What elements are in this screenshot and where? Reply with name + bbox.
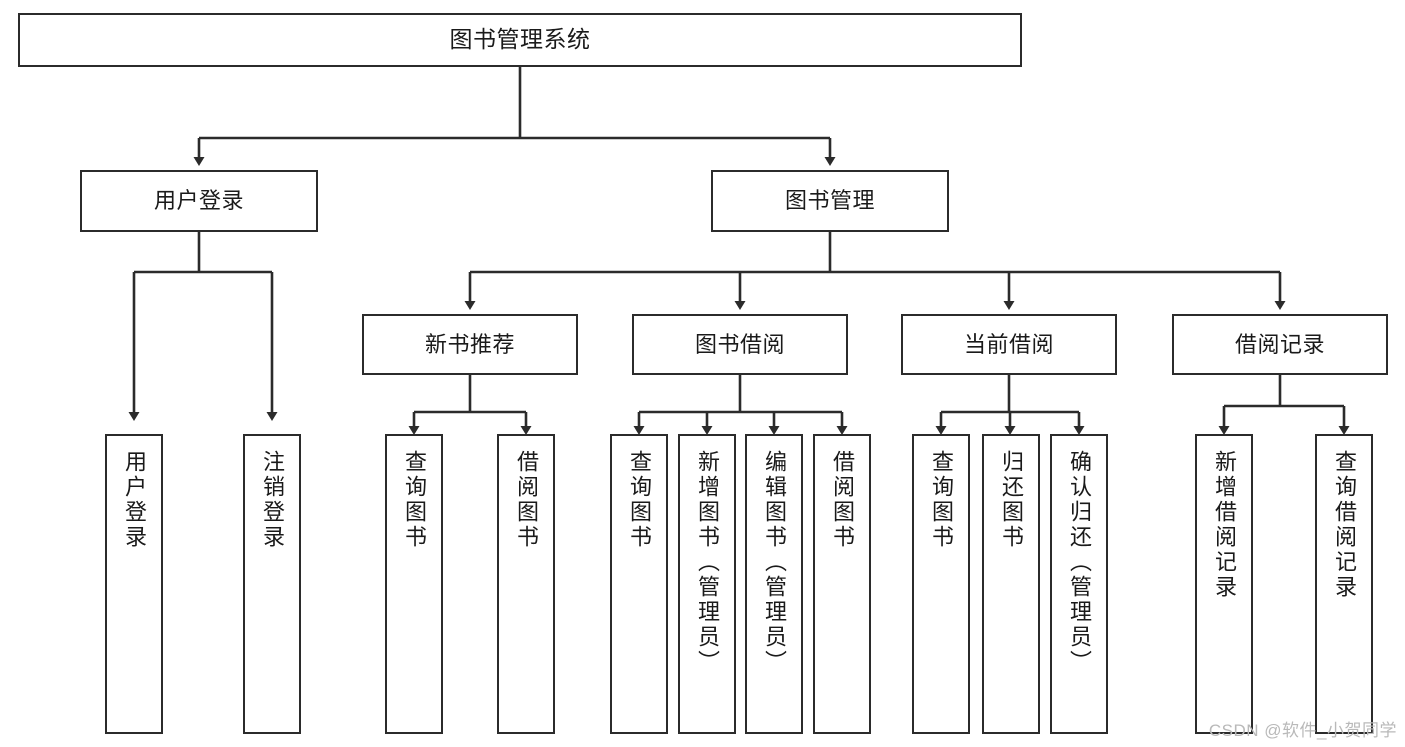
node-book-management-label: 图书管理 [784, 188, 875, 214]
leaf-user-login-signout[interactable]: 注销登录 [243, 434, 301, 734]
node-borrow-record-label: 借阅记录 [1234, 331, 1325, 357]
leaf-borrow-query-book[interactable]: 查询图书 [610, 434, 668, 734]
leaf-current-return-book[interactable]: 归还图书 [982, 434, 1040, 734]
leaf-current-query-book-label: 查询图书 [929, 450, 954, 550]
leaf-current-query-book[interactable]: 查询图书 [912, 434, 970, 734]
node-borrow-record[interactable]: 借阅记录 [1172, 314, 1388, 375]
leaf-borrow-lend-book[interactable]: 借阅图书 [813, 434, 871, 734]
node-book-borrow[interactable]: 图书借阅 [632, 314, 848, 375]
leaf-recommend-borrow-book[interactable]: 借阅图书 [497, 434, 555, 734]
node-new-book-recommend-label: 新书推荐 [424, 331, 515, 357]
leaf-borrow-lend-book-label: 借阅图书 [830, 450, 855, 550]
leaf-user-login-signout-label: 注销登录 [260, 450, 285, 550]
leaf-current-return-book-label: 归还图书 [999, 450, 1024, 550]
leaf-borrow-edit-book-label: 编辑图书（管理员） [762, 450, 787, 675]
leaf-current-confirm-return[interactable]: 确认归还（管理员） [1050, 434, 1108, 734]
node-user-login-label: 用户登录 [153, 188, 244, 214]
leaf-borrow-query-book-label: 查询图书 [627, 450, 652, 550]
node-book-borrow-label: 图书借阅 [694, 331, 785, 357]
node-root-system-label: 图书管理系统 [449, 26, 591, 53]
leaf-record-add-record-label: 新增借阅记录 [1212, 450, 1237, 600]
node-book-management[interactable]: 图书管理 [711, 170, 949, 232]
leaf-borrow-edit-book[interactable]: 编辑图书（管理员） [745, 434, 803, 734]
watermark-text: CSDN @软件_小贺同学 [1208, 721, 1397, 740]
leaf-recommend-query-book-label: 查询图书 [402, 450, 427, 550]
leaf-borrow-add-book-label: 新增图书（管理员） [695, 450, 720, 675]
leaf-borrow-add-book[interactable]: 新增图书（管理员） [678, 434, 736, 734]
leaf-recommend-borrow-book-label: 借阅图书 [514, 450, 539, 550]
node-current-borrow[interactable]: 当前借阅 [901, 314, 1117, 375]
node-user-login[interactable]: 用户登录 [80, 170, 318, 232]
leaf-user-login-signin[interactable]: 用户登录 [105, 434, 163, 734]
leaf-record-query-record[interactable]: 查询借阅记录 [1315, 434, 1373, 734]
node-current-borrow-label: 当前借阅 [963, 331, 1054, 357]
leaf-recommend-query-book[interactable]: 查询图书 [385, 434, 443, 734]
leaf-current-confirm-return-label: 确认归还（管理员） [1067, 450, 1092, 675]
node-new-book-recommend[interactable]: 新书推荐 [362, 314, 578, 375]
leaf-record-add-record[interactable]: 新增借阅记录 [1195, 434, 1253, 734]
leaf-record-query-record-label: 查询借阅记录 [1332, 450, 1357, 600]
node-root-system[interactable]: 图书管理系统 [18, 13, 1022, 67]
leaf-user-login-signin-label: 用户登录 [122, 450, 147, 550]
